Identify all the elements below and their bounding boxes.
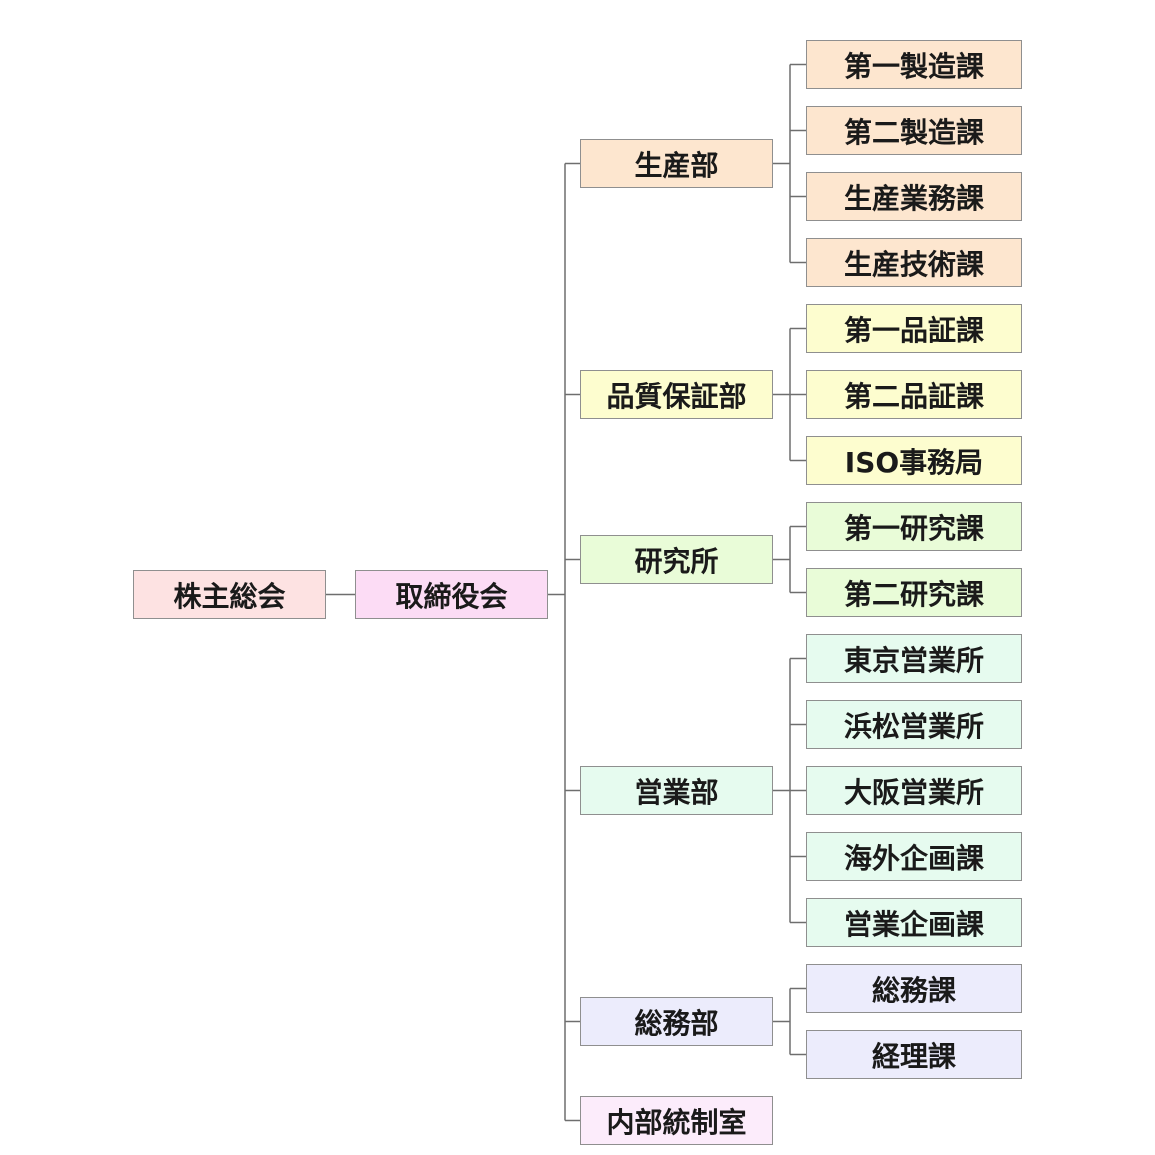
section-box: 第二製造課	[806, 106, 1022, 155]
shareholders-meeting-box: 株主総会	[133, 570, 326, 619]
section-box: 浜松営業所	[806, 700, 1022, 749]
section-box: 生産技術課	[806, 238, 1022, 287]
board-of-directors-box: 取締役会	[355, 570, 548, 619]
section-box: 海外企画課	[806, 832, 1022, 881]
section-box: 大阪営業所	[806, 766, 1022, 815]
department-box: 研究所	[580, 535, 773, 584]
department-box: 営業部	[580, 766, 773, 815]
section-box: 第一研究課	[806, 502, 1022, 551]
section-box: 生産業務課	[806, 172, 1022, 221]
section-box: 営業企画課	[806, 898, 1022, 947]
section-box: 総務課	[806, 964, 1022, 1013]
department-box: 内部統制室	[580, 1096, 773, 1145]
section-box: 第一製造課	[806, 40, 1022, 89]
department-box: 品質保証部	[580, 370, 773, 419]
section-box: 第二品証課	[806, 370, 1022, 419]
department-box: 生産部	[580, 139, 773, 188]
section-box: 経理課	[806, 1030, 1022, 1079]
department-box: 総務部	[580, 997, 773, 1046]
section-box: ISO事務局	[806, 436, 1022, 485]
section-box: 第一品証課	[806, 304, 1022, 353]
section-box: 東京営業所	[806, 634, 1022, 683]
section-box: 第二研究課	[806, 568, 1022, 617]
